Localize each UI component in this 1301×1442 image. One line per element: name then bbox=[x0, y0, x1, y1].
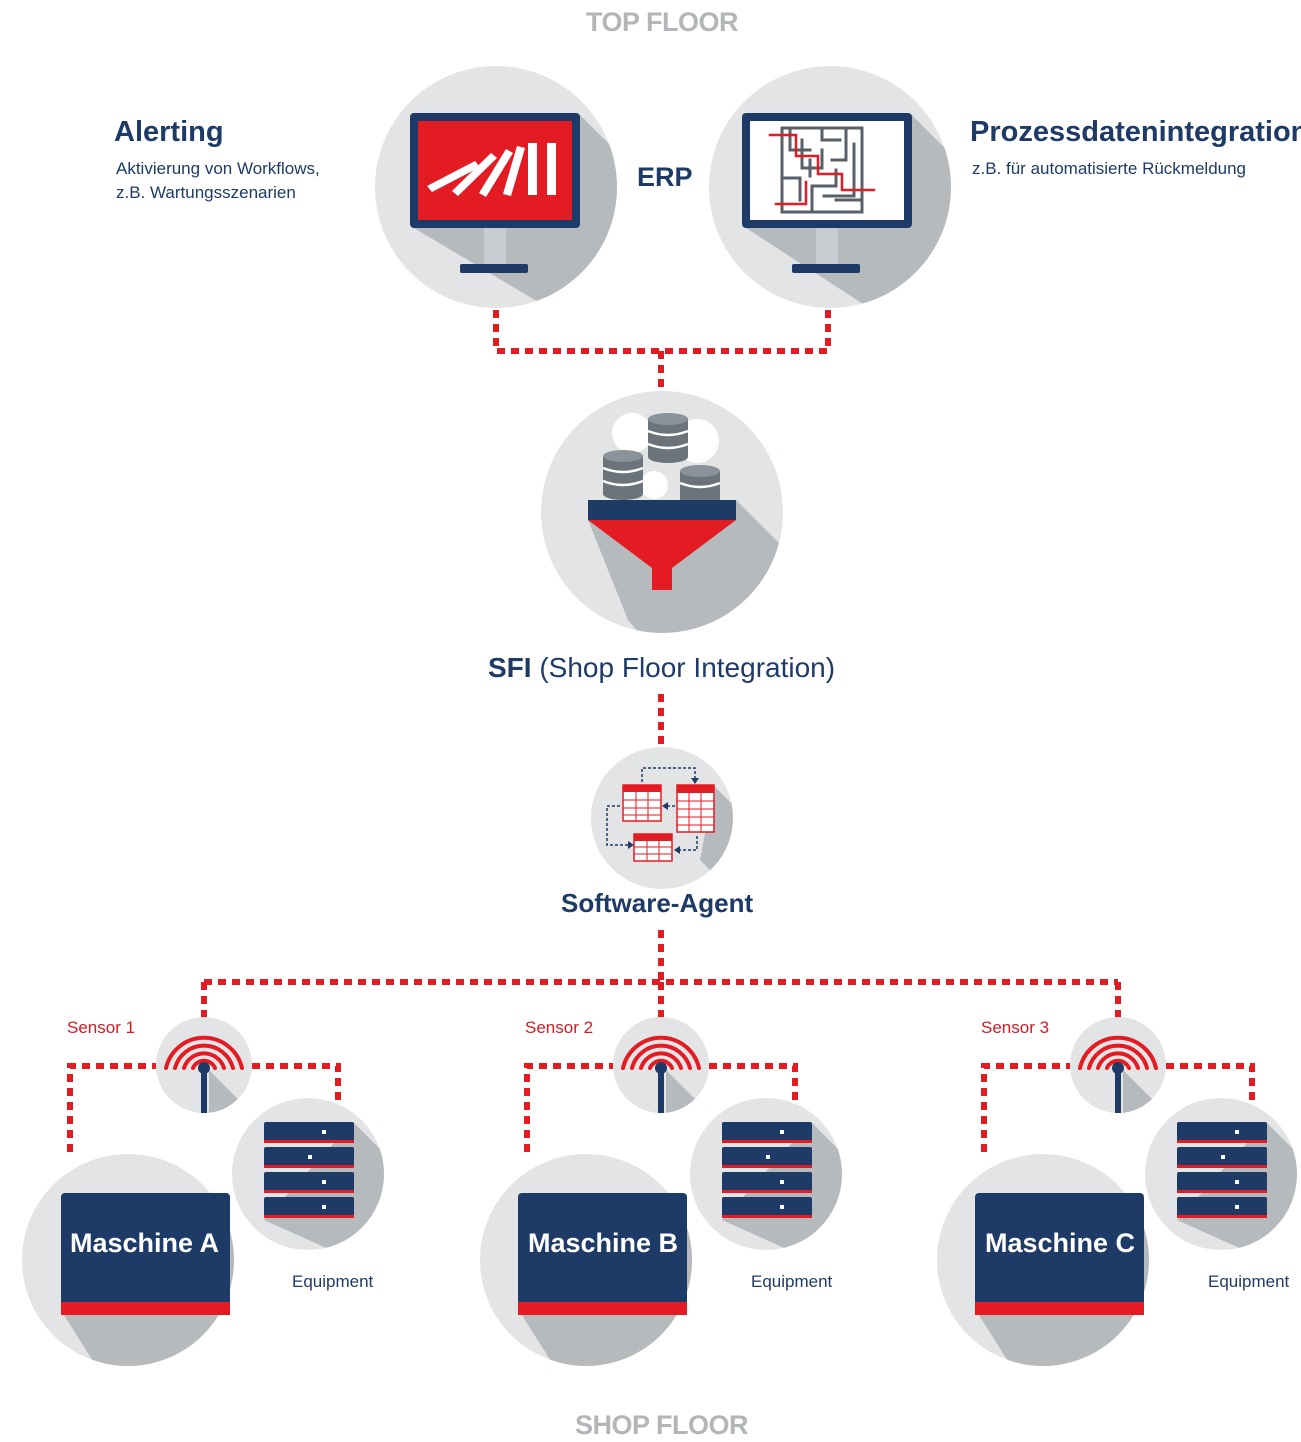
sensor-group-c bbox=[1070, 1017, 1166, 1113]
sensor-group-b bbox=[613, 1017, 709, 1113]
prozess-monitor-node[interactable] bbox=[709, 66, 1110, 315]
top-floor-label: TOP FLOOR bbox=[586, 7, 739, 37]
machine-icon bbox=[518, 1193, 687, 1315]
arrow-icon bbox=[606, 767, 698, 851]
connector-top bbox=[493, 310, 831, 354]
antenna-icon bbox=[1078, 1035, 1158, 1070]
equipment-group-c bbox=[1145, 1098, 1297, 1250]
alerting-monitor-node[interactable] bbox=[375, 66, 780, 315]
domino-icon bbox=[427, 143, 556, 197]
connector-lines bbox=[67, 310, 1255, 1152]
sfi-label-rest: (Shop Floor Integration) bbox=[539, 652, 836, 683]
connector-sensor-a bbox=[67, 1063, 341, 1152]
equipment-label-c: Equipment bbox=[1208, 1272, 1290, 1291]
antenna-icon bbox=[621, 1035, 701, 1070]
table-icon bbox=[622, 784, 715, 862]
connector-sensor-b bbox=[524, 1063, 798, 1152]
server-icon bbox=[722, 1122, 812, 1218]
prozess-title: Prozessdatenintegration bbox=[970, 116, 1301, 148]
machine-label-c: Maschine C bbox=[985, 1228, 1136, 1258]
server-icon bbox=[1177, 1122, 1267, 1218]
equipment-label-a: Equipment bbox=[292, 1272, 374, 1291]
sensor-label-2: Sensor 2 bbox=[525, 1018, 594, 1037]
prozess-desc-line1: z.B. für automatisierte Rückmeldung bbox=[972, 159, 1247, 178]
sensor-label-3: Sensor 3 bbox=[981, 1018, 1050, 1037]
sensor-group-a bbox=[156, 1017, 252, 1113]
sensor-label-1: Sensor 1 bbox=[67, 1018, 136, 1037]
alerting-desc-line1: Aktivierung von Workflows, bbox=[116, 159, 320, 178]
alerting-desc-line2: z.B. Wartungsszenarien bbox=[116, 183, 296, 202]
server-icon bbox=[264, 1122, 354, 1218]
database-icon bbox=[602, 413, 721, 501]
sfi-label-bold: SFI bbox=[488, 652, 532, 683]
erp-label: ERP bbox=[637, 162, 693, 192]
equipment-group-b bbox=[690, 1098, 842, 1250]
monitor-icon bbox=[742, 113, 912, 273]
machine-label-b: Maschine B bbox=[528, 1228, 679, 1258]
software-agent-label: Software-Agent bbox=[561, 888, 754, 918]
funnel-icon bbox=[588, 500, 736, 590]
machine-icon bbox=[61, 1193, 230, 1315]
antenna-icon bbox=[164, 1035, 244, 1070]
alerting-title: Alerting bbox=[114, 116, 224, 148]
maze-icon bbox=[768, 126, 876, 214]
equipment-label-b: Equipment bbox=[751, 1272, 833, 1291]
software-agent-node[interactable] bbox=[591, 747, 800, 900]
shop-floor-label: SHOP FLOOR bbox=[575, 1410, 749, 1440]
connector-sensor-c bbox=[981, 1063, 1255, 1152]
monitor-icon bbox=[410, 113, 580, 273]
machine-label-a: Maschine A bbox=[70, 1228, 220, 1258]
machine-icon bbox=[975, 1193, 1144, 1315]
sfi-label: SFI (Shop Floor Integration) bbox=[488, 652, 835, 684]
equipment-group-a bbox=[232, 1098, 384, 1250]
